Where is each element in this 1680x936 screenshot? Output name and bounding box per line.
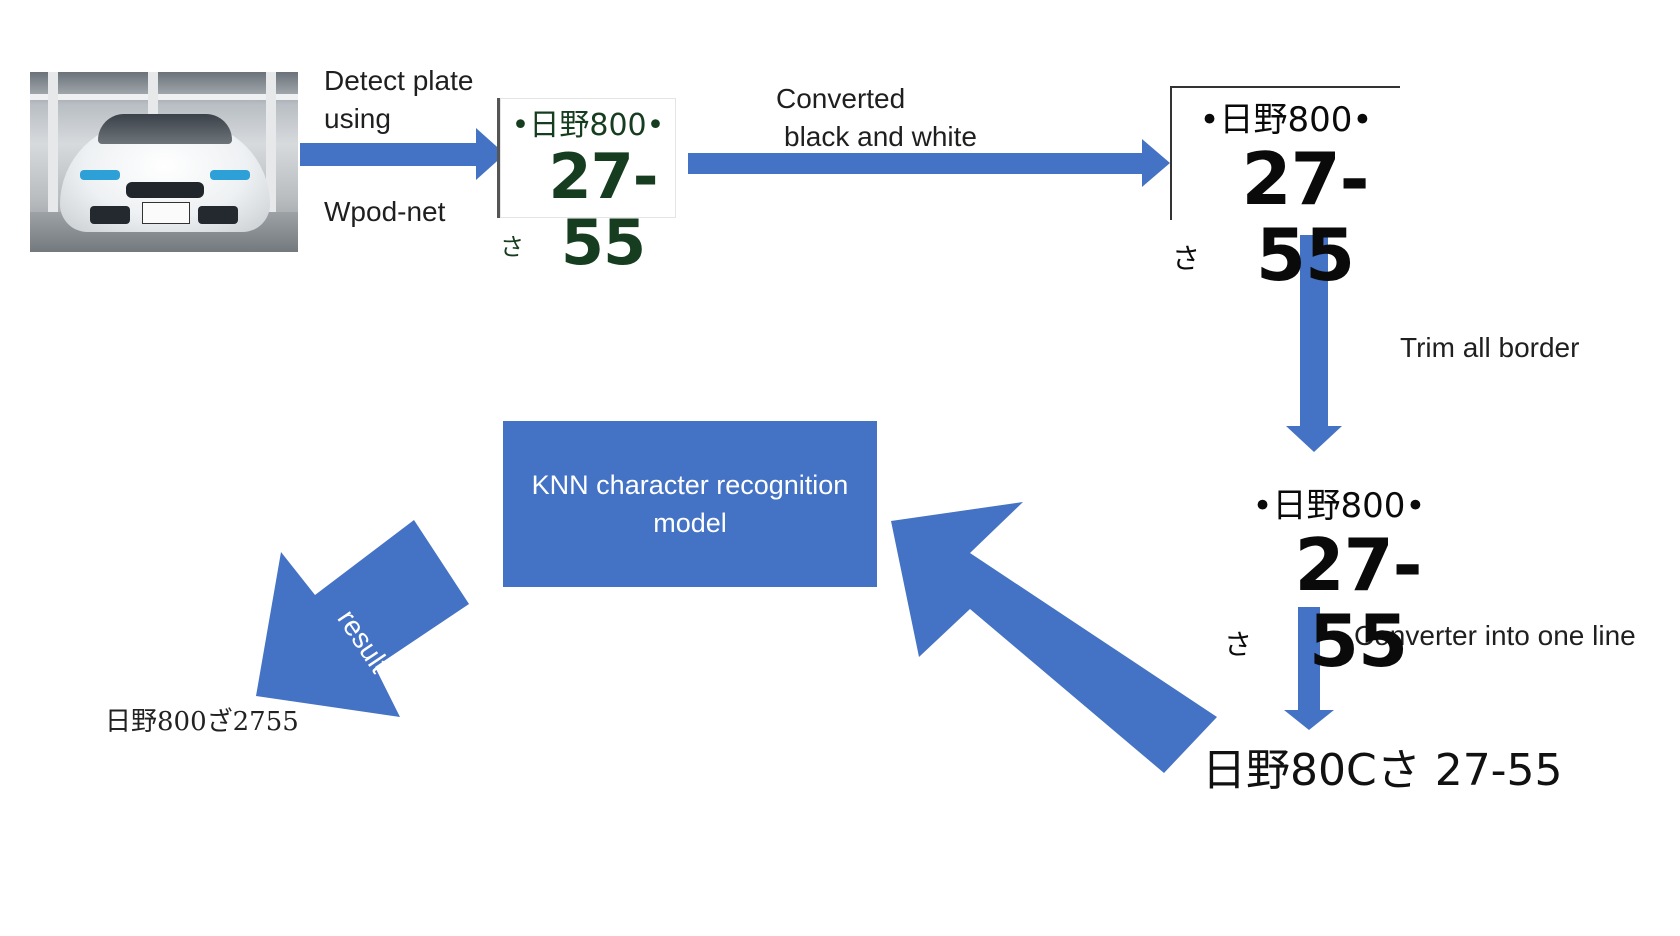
- plate-crop-number: 27-55: [548, 140, 658, 279]
- car-license-plate: [142, 202, 190, 224]
- plate-trimmed-kana: さ: [1224, 628, 1253, 661]
- result-text: 日野800ざ2755: [105, 707, 299, 737]
- label-using: using: [324, 103, 391, 134]
- plate-trimmed-number: 27-55: [1294, 523, 1422, 683]
- knn-box-line1: KNN character recognition: [531, 470, 849, 500]
- car-photo: [30, 72, 298, 252]
- plate-bw-kana: さ: [1172, 242, 1201, 275]
- arrow-detect: [300, 128, 505, 180]
- plate-crop-region: •日野800•: [511, 108, 665, 143]
- plate-bw-number: 27-55: [1241, 137, 1369, 297]
- label-wpod-net: Wpod-net: [324, 196, 446, 227]
- plate-trimmed-region: •日野800•: [1252, 486, 1426, 526]
- plate-crop: •日野800• さ 27-55: [497, 98, 676, 276]
- plate-bw-region: •日野800•: [1199, 100, 1373, 140]
- knn-box-line2: model: [653, 508, 727, 538]
- plate-crop-kana: さ: [500, 233, 524, 261]
- knn-model-box: KNN character recognition model: [503, 421, 877, 587]
- arrow-one-line: [1284, 607, 1334, 730]
- arrow-convert-bw: [688, 139, 1170, 187]
- plate-black-white: •日野800• さ 27-55: [1170, 86, 1400, 293]
- label-black-and-white: black and white: [784, 121, 978, 152]
- label-trim-all-border: Trim all border: [1400, 332, 1580, 363]
- arrow-result: [256, 520, 469, 717]
- label-converter-into-one-line: Converter into one line: [1354, 620, 1636, 651]
- plate-trimmed: •日野800• さ 27-55: [1224, 478, 1454, 679]
- label-detect-plate: Detect plate: [324, 65, 474, 96]
- arrow-trim: [1286, 235, 1342, 452]
- arrow-train: [891, 502, 1217, 773]
- label-converted: Converted: [776, 83, 906, 114]
- plate-one-line: 日野80Cさ 27-55: [1202, 745, 1563, 796]
